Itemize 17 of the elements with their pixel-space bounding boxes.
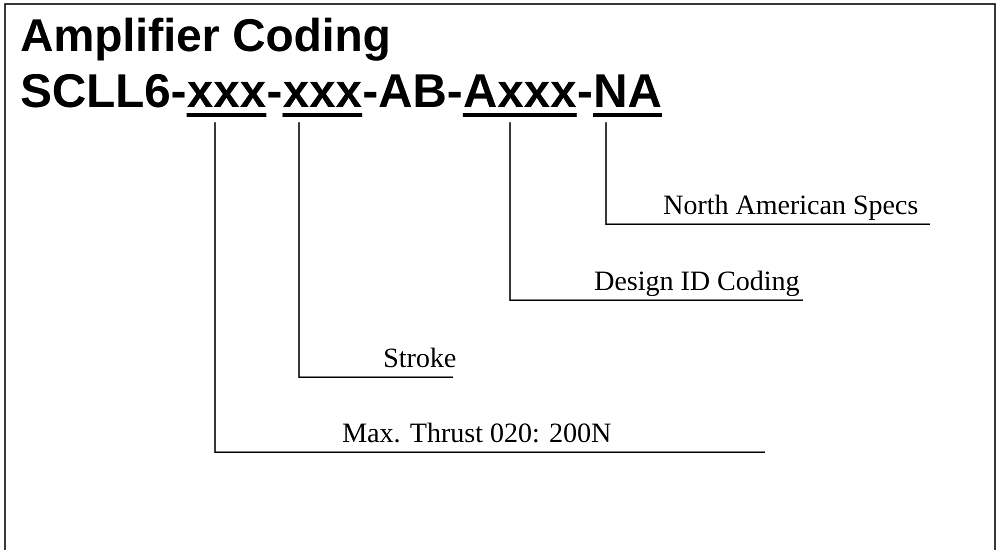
code-text: - [578,92,591,98]
title: Amplifier Coding [21,18,388,61]
leader-line [298,121,454,378]
code-text: SCLL6- [22,74,185,108]
callout-label: Stroke [385,348,456,368]
callout-label: Design ID Coding [595,270,799,296]
code-segment: xxx [186,82,266,117]
code-text: -AB- [364,74,461,107]
code-segment: xxx [282,82,362,117]
code-segment: NA [593,74,662,117]
leader-line [605,121,931,225]
code-text: - [268,92,280,98]
callout-label: Max. Thrust 020: 200N [343,422,611,442]
code-segment: Axxx [462,74,577,117]
callout-label: North American Specs [664,194,918,220]
leader-line [509,121,804,301]
leader-line [214,121,766,453]
